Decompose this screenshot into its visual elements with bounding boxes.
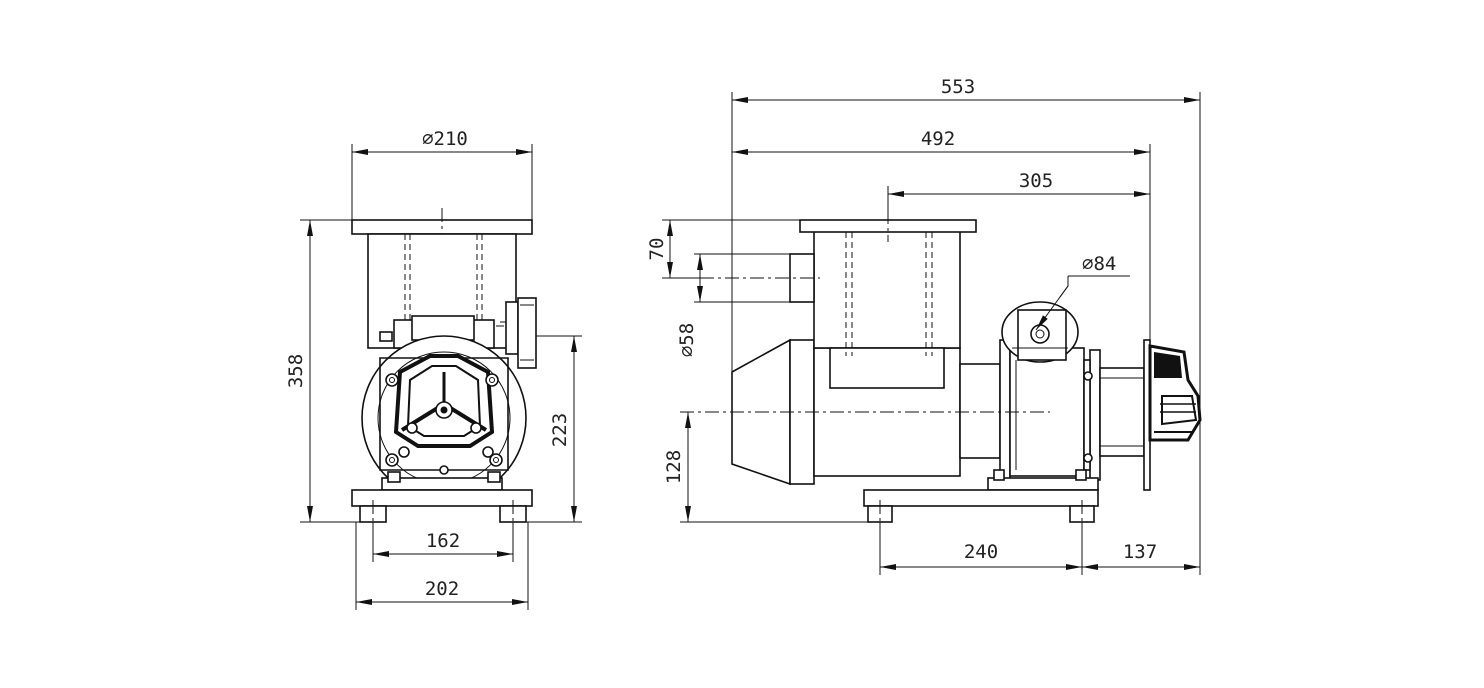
side-view <box>680 210 1202 530</box>
front-base-plate <box>351 489 533 507</box>
dim-top-flange-diameter: ⌀210 <box>422 128 468 150</box>
dim-flange-offset: 70 <box>646 238 668 261</box>
dim-base-width: 202 <box>425 578 459 600</box>
dim-overall-height: 358 <box>285 354 307 388</box>
dim-port-diameter: ⌀58 <box>676 323 698 357</box>
front-handwheel-edge <box>505 301 519 355</box>
dim-base-length: 240 <box>964 541 998 563</box>
dim-axis-height: 128 <box>663 450 685 484</box>
side-base-plate <box>863 489 1099 507</box>
dim-motor-overhang: 137 <box>1123 541 1157 563</box>
side-view-dimensions: 553 492 305 ⌀84 70 ⌀58 128 240 137 <box>646 76 1201 575</box>
dim-shaft-height: 223 <box>549 413 571 447</box>
side-gearbox <box>813 227 961 349</box>
dim-length-to-motor-end: 492 <box>921 128 955 150</box>
dim-overall-length: 553 <box>941 76 975 98</box>
front-view <box>351 208 537 530</box>
dim-head-to-motor-end: 305 <box>1019 170 1053 192</box>
dim-foot-hole-spacing: 162 <box>426 530 460 552</box>
front-view-dimensions: ⌀210 358 223 162 202 <box>285 128 582 610</box>
side-pump-body <box>1009 347 1085 477</box>
front-head-bolts <box>385 373 503 475</box>
dim-handwheel-diameter: ⌀84 <box>1082 253 1116 275</box>
